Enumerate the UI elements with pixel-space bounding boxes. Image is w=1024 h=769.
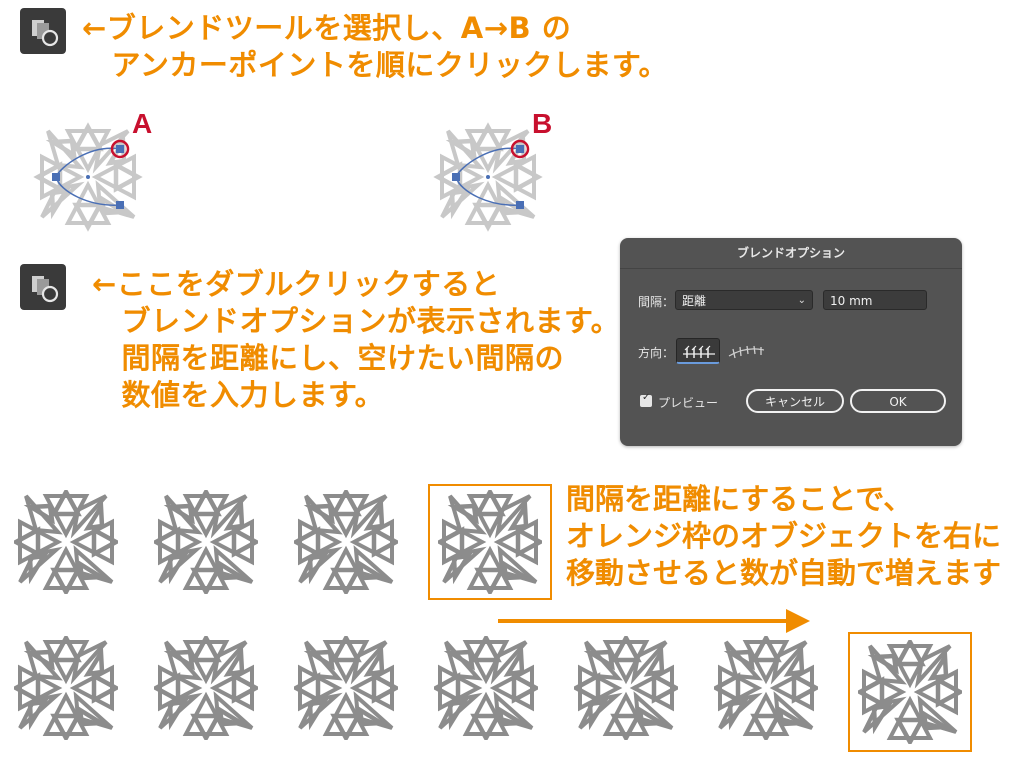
align-to-page-button[interactable]	[676, 338, 720, 364]
blend-tool-icon[interactable]	[20, 8, 66, 54]
cancel-button[interactable]: キャンセル	[746, 389, 844, 413]
align-page-icon	[683, 345, 715, 358]
spacing-select-value: 距離	[682, 294, 707, 308]
preview-checkbox[interactable]: ✓	[640, 392, 652, 407]
blend-shape-a	[30, 122, 150, 232]
shape-row2-1	[14, 636, 118, 740]
orange-frame-end	[848, 632, 972, 752]
distance-input[interactable]: 10 mm	[823, 290, 927, 310]
blend-options-dialog: ブレンドオプション 間隔： 距離 ⌄ 10 mm 方向： ✓ プレビュー キャン…	[620, 238, 962, 446]
dialog-title: ブレンドオプション	[620, 238, 962, 269]
shape-row2-4	[434, 636, 538, 740]
orientation-label: 方向：	[638, 346, 675, 360]
step3-caption: 間隔を距離にすることで、 オレンジ枠のオブジェクトを右に 移動させると数が自動で…	[566, 482, 1002, 590]
chevron-down-icon: ⌄	[797, 295, 806, 306]
spacing-select[interactable]: 距離 ⌄	[675, 290, 813, 310]
blend-tool-icon[interactable]	[20, 264, 66, 310]
label-b: B	[532, 108, 553, 139]
preview-label: プレビュー	[658, 396, 719, 410]
orange-frame-start	[428, 484, 552, 600]
spacing-label: 間隔：	[638, 295, 675, 309]
step2-caption: ←ここをダブルクリックすると ブレンドオプションが表示されます。 間隔を距離にし…	[92, 267, 621, 412]
arrow-head-icon	[786, 609, 810, 633]
shape-row1-1	[14, 490, 118, 594]
label-a: A	[132, 108, 153, 139]
shape-row2-5	[574, 636, 678, 740]
shape-row2-7	[858, 640, 962, 744]
shape-row1-2	[154, 490, 258, 594]
step1-caption: ←ブレンドツールを選択し、A→B の アンカーポイントを順にクリックします。	[82, 11, 668, 82]
shape-row2-6	[714, 636, 818, 740]
shape-row1-4	[438, 490, 542, 594]
ok-button[interactable]: OK	[850, 389, 946, 413]
shape-row1-3	[294, 490, 398, 594]
shape-row2-3	[294, 636, 398, 740]
shape-row2-2	[154, 636, 258, 740]
align-path-icon	[728, 345, 765, 359]
blend-shape-b	[430, 122, 550, 232]
arrow-right-icon	[498, 619, 788, 623]
align-to-path-button[interactable]	[724, 338, 768, 364]
